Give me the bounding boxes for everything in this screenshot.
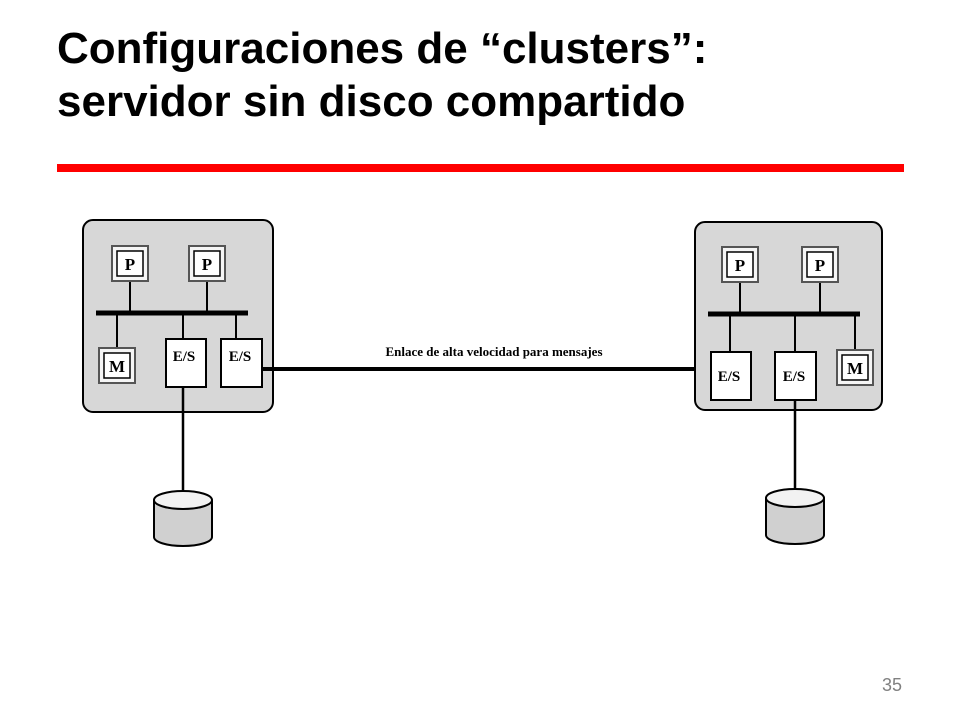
slide-number: 35: [881, 675, 902, 695]
left-processor-2-label: P: [202, 255, 212, 274]
right-processor-1: P: [721, 246, 759, 283]
left-node: P P M E/S E/S: [82, 219, 274, 413]
right-processor-2: P: [801, 246, 839, 283]
message-link-label: Enlace de alta velocidad para mensajes: [385, 344, 602, 359]
left-processor-1: P: [111, 245, 149, 282]
right-io-2-label: E/S: [783, 369, 806, 385]
left-processor-2: P: [188, 245, 226, 282]
left-io-2-label: E/S: [229, 349, 252, 365]
right-memory-label: M: [847, 359, 863, 378]
title-line-1: Configuraciones de “clusters”:: [57, 24, 708, 73]
left-disk-icon: [153, 490, 213, 547]
left-io-1: E/S: [165, 338, 207, 388]
right-node: P P M E/S E/S: [694, 221, 883, 411]
left-io-2: E/S: [220, 338, 263, 388]
left-io-1-label: E/S: [173, 349, 196, 365]
left-memory-label: M: [109, 357, 125, 376]
right-io-2: E/S: [774, 351, 817, 401]
slide-title: Configuraciones de “clusters”: servidor …: [57, 22, 937, 128]
title-line-2: servidor sin disco compartido: [57, 77, 686, 126]
right-io-1: E/S: [710, 351, 752, 401]
left-memory: M: [98, 347, 136, 384]
right-disk-icon: [765, 488, 825, 545]
right-processor-2-label: P: [815, 256, 825, 275]
right-memory: M: [836, 349, 874, 386]
right-io-1-label: E/S: [718, 369, 741, 385]
left-processor-1-label: P: [125, 255, 135, 274]
right-processor-1-label: P: [735, 256, 745, 275]
title-underline: [57, 164, 904, 172]
